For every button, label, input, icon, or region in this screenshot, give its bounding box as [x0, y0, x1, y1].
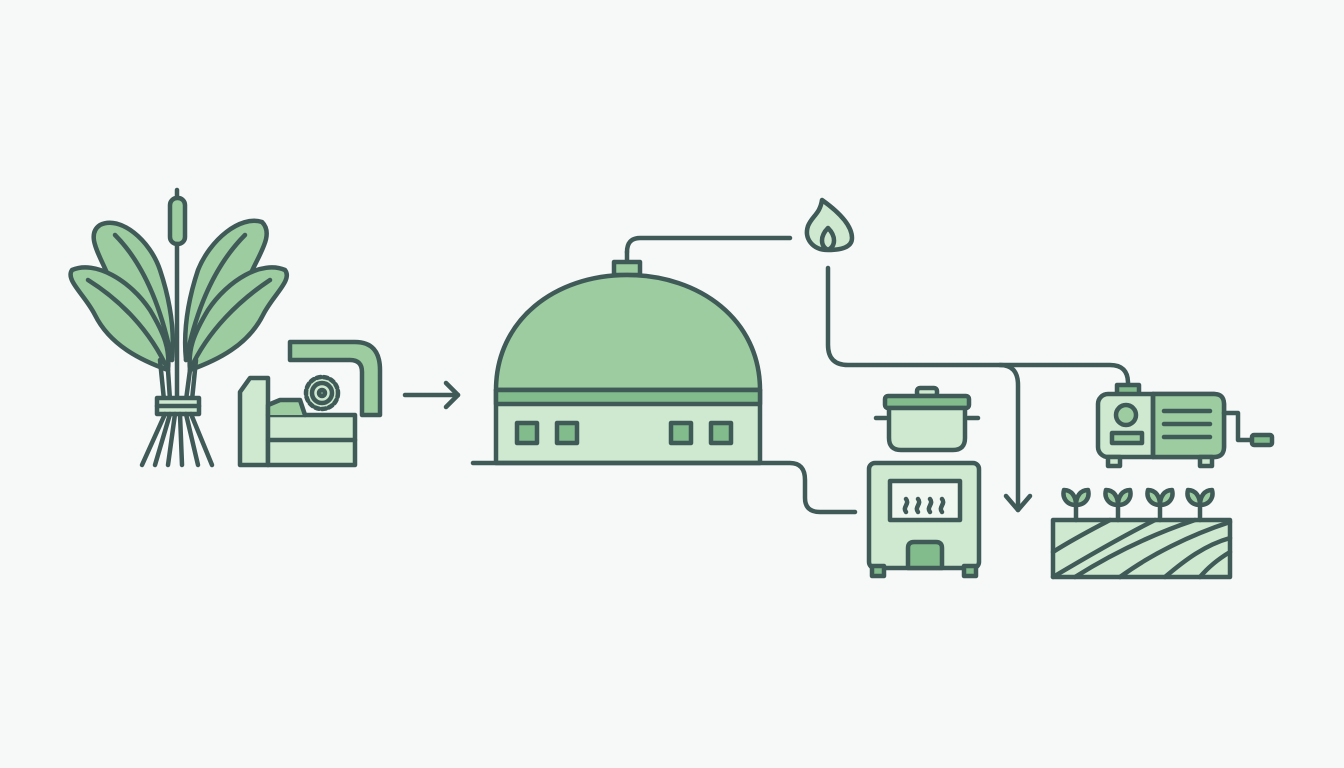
- crop-field-icon: [1050, 487, 1233, 580]
- sprouts-icon: [1061, 487, 1215, 523]
- plant-bundle-icon: [68, 187, 290, 468]
- shredder-machine-icon: [237, 339, 383, 468]
- flame-icon: [804, 197, 855, 253]
- gas-pipe: [825, 265, 1131, 386]
- arrow-right-icon: [402, 380, 461, 410]
- arrow-down-icon: [1003, 493, 1033, 513]
- generator-icon: [1095, 382, 1275, 469]
- biogas-digester-icon: [470, 235, 858, 515]
- gas-pipe-branch: [997, 362, 1021, 513]
- cookstove-icon: [866, 385, 982, 579]
